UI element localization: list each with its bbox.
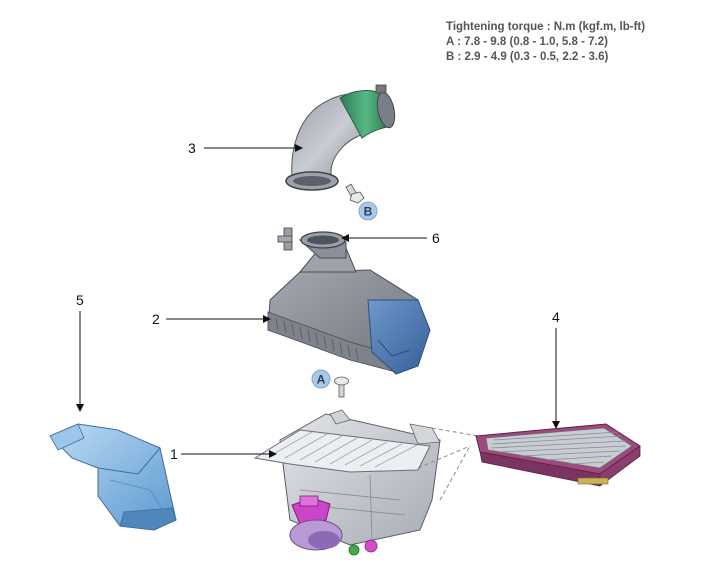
bolt-b <box>345 183 365 204</box>
badge-a: A <box>311 369 331 389</box>
torque-spec-title: Tightening torque : N.m (kgf.m, lb-ft) <box>446 21 646 33</box>
callout-5: 5 <box>76 292 84 308</box>
callout-4: 4 <box>552 309 560 325</box>
badge-b: B <box>358 201 378 221</box>
intake-hose <box>285 84 396 191</box>
air-cleaner-cover <box>267 227 431 375</box>
air-intake-duct <box>49 423 177 531</box>
torque-spec: Tightening torque : N.m (kgf.m, lb-ft) A… <box>446 20 645 65</box>
air-cleaner-body <box>253 409 441 556</box>
badge-b-label: B <box>364 205 373 219</box>
assembly-dashed-lines <box>417 427 479 501</box>
torque-spec-a: A : 7.8 - 9.8 (0.8 - 1.0, 5.8 - 7.2) <box>446 36 608 48</box>
leader-lines <box>76 144 560 458</box>
air-filter-element <box>475 423 641 487</box>
callout-6: 6 <box>432 230 440 246</box>
torque-spec-b: B : 2.9 - 4.9 (0.3 - 0.5, 2.2 - 3.6) <box>446 51 609 63</box>
callout-1: 1 <box>170 446 178 462</box>
callout-3: 3 <box>188 140 196 156</box>
mass-air-flow-sensor <box>289 495 343 551</box>
badge-a-label: A <box>317 373 326 387</box>
callout-2: 2 <box>152 311 160 327</box>
bolt-a <box>334 376 349 398</box>
